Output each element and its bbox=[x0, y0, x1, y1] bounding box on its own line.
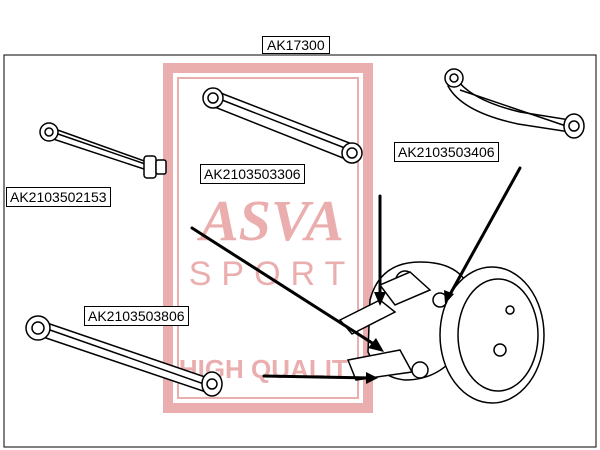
part-label-ak2103503406[interactable]: AK2103503406 bbox=[394, 142, 499, 162]
leader-line-3 bbox=[446, 166, 522, 300]
watermark-logo: ASVA SPORT HIGH QUALITY bbox=[163, 63, 373, 413]
outer-frame bbox=[3, 54, 597, 448]
part-drawing-1 bbox=[39, 122, 167, 179]
watermark-brand: ASVA bbox=[197, 188, 344, 253]
watermark-sub: SPORT bbox=[189, 255, 356, 293]
leader-lines bbox=[190, 166, 522, 380]
part-drawing-2 bbox=[202, 87, 363, 164]
part-label-ak2103503306[interactable]: AK2103503306 bbox=[200, 164, 305, 184]
part-label-ak2103502153[interactable]: AK2103502153 bbox=[6, 187, 111, 207]
part-label-ak2103503806[interactable]: AK2103503806 bbox=[84, 306, 189, 326]
leader-arrowheads bbox=[366, 290, 454, 384]
part-drawing-4 bbox=[25, 315, 223, 397]
part-drawing-3 bbox=[444, 68, 585, 139]
leader-line-1 bbox=[190, 226, 382, 350]
leader-line-4 bbox=[262, 374, 374, 380]
assembly-title: AK17300 bbox=[262, 36, 330, 54]
